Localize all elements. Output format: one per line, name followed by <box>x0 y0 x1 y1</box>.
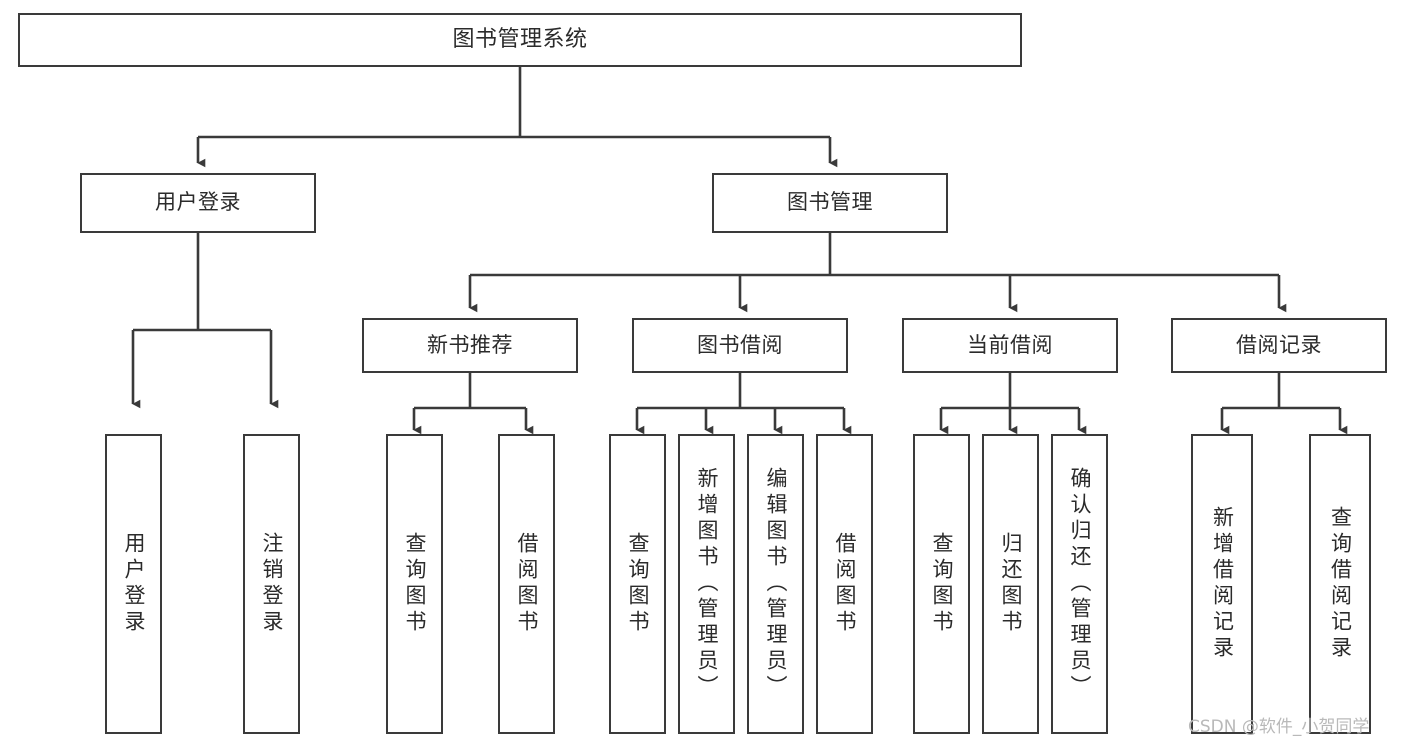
node-label: 用户登录 <box>122 532 146 636</box>
node-label: 图书管理 <box>787 190 873 215</box>
node-label: 查询图书 <box>403 532 427 636</box>
node-label: 新增图书（管理员） <box>695 467 719 701</box>
node-label: 用户登录 <box>155 190 241 215</box>
node-label: 确认归还（管理员） <box>1068 467 1092 701</box>
node-label: 新增借阅记录 <box>1210 506 1235 662</box>
node-label: 查询图书 <box>626 532 650 636</box>
node-leaf-borrow-books-recommendation[interactable]: 借阅图书 <box>498 434 555 734</box>
node-leaf-add-borrowing-record[interactable]: 新增借阅记录 <box>1191 434 1253 734</box>
node-leaf-user-login[interactable]: 用户登录 <box>105 434 162 734</box>
node-label: 查询借阅记录 <box>1328 506 1353 662</box>
node-branch-user-login[interactable]: 用户登录 <box>80 173 316 233</box>
node-root-book-management-system[interactable]: 图书管理系统 <box>18 13 1022 67</box>
node-leaf-query-books-current[interactable]: 查询图书 <box>913 434 970 734</box>
csdn-watermark: CSDN @软件_小贺同学 <box>1188 717 1370 737</box>
node-label: 编辑图书（管理员） <box>764 467 788 701</box>
node-leaf-return-books[interactable]: 归还图书 <box>982 434 1039 734</box>
node-label: 借阅记录 <box>1236 332 1322 357</box>
node-label: 图书借阅 <box>697 332 783 357</box>
node-subbranch-borrowing-records[interactable]: 借阅记录 <box>1171 318 1387 373</box>
node-label: 归还图书 <box>999 532 1023 636</box>
node-label: 注销登录 <box>260 532 284 636</box>
node-label: 查询图书 <box>930 532 954 636</box>
node-leaf-confirm-return-admin[interactable]: 确认归还（管理员） <box>1051 434 1108 734</box>
node-leaf-edit-book-admin[interactable]: 编辑图书（管理员） <box>747 434 804 734</box>
node-leaf-borrow-books-borrowing[interactable]: 借阅图书 <box>816 434 873 734</box>
node-leaf-query-books-borrowing[interactable]: 查询图书 <box>609 434 666 734</box>
node-label: 图书管理系统 <box>452 26 588 52</box>
node-leaf-query-books-recommendation[interactable]: 查询图书 <box>386 434 443 734</box>
node-subbranch-book-borrowing[interactable]: 图书借阅 <box>632 318 848 373</box>
node-subbranch-current-borrowing[interactable]: 当前借阅 <box>902 318 1118 373</box>
node-branch-book-management[interactable]: 图书管理 <box>712 173 948 233</box>
node-leaf-add-book-admin[interactable]: 新增图书（管理员） <box>678 434 735 734</box>
node-subbranch-new-book-recommendation[interactable]: 新书推荐 <box>362 318 578 373</box>
node-leaf-logout[interactable]: 注销登录 <box>243 434 300 734</box>
node-label: 借阅图书 <box>515 532 539 636</box>
node-leaf-query-borrowing-record[interactable]: 查询借阅记录 <box>1309 434 1371 734</box>
node-label: 当前借阅 <box>967 332 1053 357</box>
node-label: 新书推荐 <box>427 332 513 357</box>
node-label: 借阅图书 <box>833 532 857 636</box>
